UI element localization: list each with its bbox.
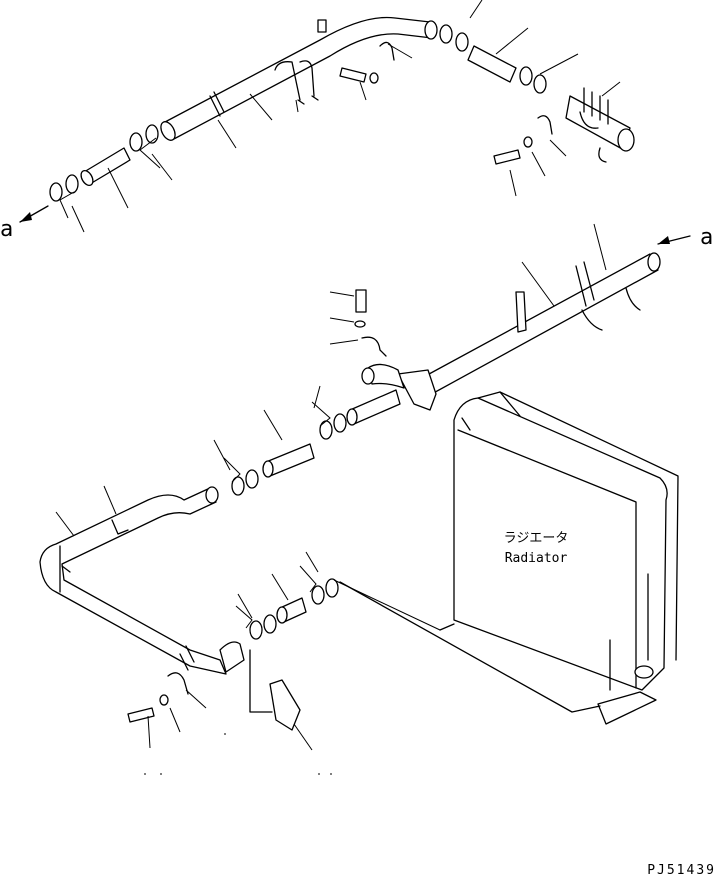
hose-end <box>276 606 288 624</box>
arrow-a-left: a <box>0 205 49 242</box>
arrow-a-right: a <box>657 225 713 250</box>
hose-clamp <box>439 24 453 44</box>
lower-pipe <box>39 487 227 675</box>
washer <box>159 694 169 706</box>
pipe-clip <box>111 519 129 535</box>
hose-clamp <box>249 620 263 640</box>
hose-clamp <box>245 469 259 489</box>
upper-pipe-assembly <box>49 16 635 202</box>
radiator-front-edge <box>457 429 637 689</box>
radiator-top-detail <box>461 391 521 431</box>
drawing-code: PJ51439 <box>647 863 716 878</box>
reference-ticks <box>144 733 332 775</box>
clip <box>361 336 387 357</box>
middle-pipe <box>417 253 659 397</box>
hose-clamp <box>231 476 245 496</box>
pipe-elbow <box>581 287 641 331</box>
hose-clamp <box>533 74 547 94</box>
pipe-fitting <box>575 261 595 307</box>
pipe-end <box>647 252 661 272</box>
radiator-label-en: Radiator <box>505 551 568 566</box>
hose-clamp <box>319 420 333 440</box>
leader-lines-upper <box>59 0 621 233</box>
hose-clamp <box>145 124 159 144</box>
hose-upper-right <box>467 45 517 83</box>
pipe-band <box>209 91 225 117</box>
radiator-base-line <box>339 581 601 713</box>
hose-clamp <box>311 585 325 605</box>
hose-clamp <box>129 132 143 152</box>
hose-clamp <box>65 174 79 194</box>
washer <box>369 72 379 84</box>
pipe-stub <box>515 291 527 333</box>
manifold <box>565 87 635 163</box>
radiator-outlet <box>634 665 654 679</box>
hose-clamp <box>49 182 63 202</box>
pipe-end <box>160 121 176 141</box>
bolt <box>127 707 155 723</box>
clip <box>379 41 395 61</box>
bolt <box>493 149 521 165</box>
hose-clamp <box>333 413 347 433</box>
bolt <box>355 289 367 313</box>
radiator-foot <box>597 691 657 725</box>
pipe-end <box>361 367 375 385</box>
arrow-label-right: a <box>700 225 713 250</box>
hose-end <box>262 460 274 478</box>
tee-branch <box>367 363 405 389</box>
lower-pipe-assembly <box>39 486 339 731</box>
washer <box>523 136 533 148</box>
pipe-end <box>424 20 438 40</box>
pipe-band <box>59 545 71 593</box>
bracket-guide <box>249 649 273 713</box>
mount-bracket <box>269 679 301 731</box>
radiator-back-edge <box>477 391 679 661</box>
clip <box>167 672 189 695</box>
hose-end <box>346 408 358 426</box>
clip <box>537 115 553 135</box>
bolt <box>339 67 367 83</box>
radiator-label-jp: ラジエータ <box>504 531 569 546</box>
pipe-elbow <box>219 641 245 673</box>
upper-pipe <box>164 16 433 141</box>
radiator: ラジエータ Radiator <box>339 391 679 725</box>
washer <box>354 320 366 328</box>
hose-clamp <box>519 66 533 86</box>
tee-junction <box>397 369 437 411</box>
radiator-core <box>453 397 668 691</box>
hose-clamp <box>325 578 339 598</box>
arrow-label-left: a <box>0 217 13 242</box>
pipe-band <box>179 645 195 671</box>
pipe-fitting <box>317 19 327 33</box>
hose-clamp <box>455 32 469 52</box>
hose-end <box>80 169 94 187</box>
radiator-side-detail <box>609 573 649 691</box>
middle-pipe-assembly <box>231 252 661 496</box>
hose-clamp <box>263 614 277 634</box>
pipe-end <box>205 486 219 504</box>
u-bracket <box>274 60 319 105</box>
leader-lines-middle <box>213 223 607 483</box>
